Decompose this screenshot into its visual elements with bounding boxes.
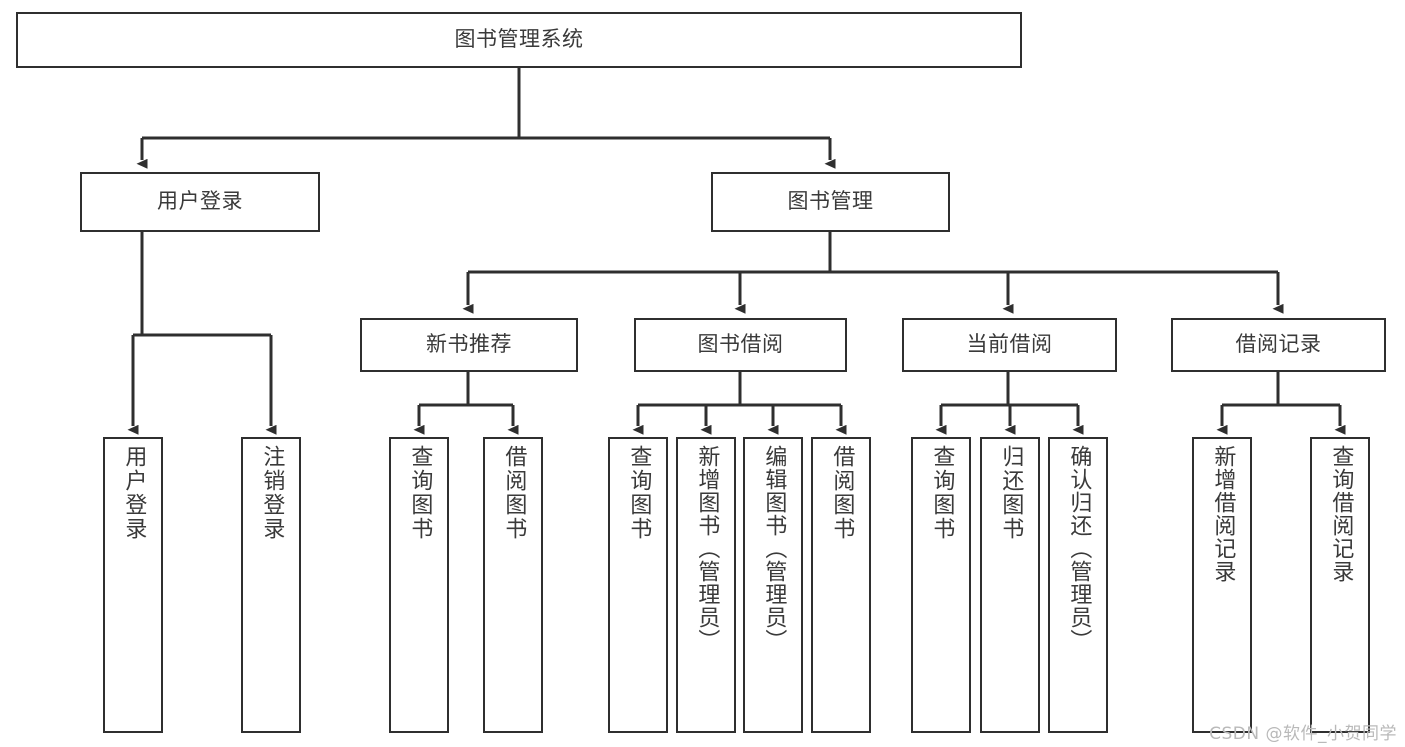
- node-leaf-user-login-label: 用户登录: [121, 445, 147, 541]
- node-new-book-rec-label: 新书推荐: [426, 332, 512, 357]
- node-leaf-return-book[interactable]: 归还图书: [980, 437, 1040, 733]
- node-leaf-edit-book-label: 编辑图书（管理员）: [761, 445, 787, 652]
- node-leaf-query-book-1-label: 查询图书: [407, 445, 433, 541]
- watermark: CSDN @软件_小贺同学: [1209, 724, 1397, 744]
- node-new-book-rec[interactable]: 新书推荐: [360, 318, 578, 372]
- node-user-login[interactable]: 用户登录: [80, 172, 320, 232]
- node-leaf-borrow-book-2[interactable]: 借阅图书: [811, 437, 871, 733]
- node-leaf-add-record-label: 新增借阅记录: [1210, 445, 1236, 583]
- node-leaf-borrow-book-2-label: 借阅图书: [829, 445, 855, 541]
- node-current-borrow[interactable]: 当前借阅: [902, 318, 1117, 372]
- node-leaf-borrow-book-1[interactable]: 借阅图书: [483, 437, 543, 733]
- node-leaf-return-book-label: 归还图书: [998, 445, 1024, 541]
- node-leaf-query-book-1[interactable]: 查询图书: [389, 437, 449, 733]
- node-leaf-query-book-3-label: 查询图书: [929, 445, 955, 541]
- node-leaf-borrow-book-1-label: 借阅图书: [501, 445, 527, 541]
- node-leaf-query-record-label: 查询借阅记录: [1328, 445, 1354, 583]
- node-leaf-query-record[interactable]: 查询借阅记录: [1310, 437, 1370, 733]
- node-leaf-add-book-label: 新增图书（管理员）: [694, 445, 720, 652]
- node-root[interactable]: 图书管理系统: [16, 12, 1022, 68]
- node-leaf-edit-book[interactable]: 编辑图书（管理员）: [743, 437, 803, 733]
- node-borrow-record[interactable]: 借阅记录: [1171, 318, 1386, 372]
- node-root-label: 图书管理系统: [454, 27, 584, 52]
- node-leaf-query-book-2[interactable]: 查询图书: [608, 437, 668, 733]
- node-leaf-confirm-return[interactable]: 确认归还（管理员）: [1048, 437, 1108, 733]
- node-leaf-user-login[interactable]: 用户登录: [103, 437, 163, 733]
- node-book-manage-label: 图书管理: [787, 189, 874, 214]
- node-book-borrow-label: 图书借阅: [697, 332, 784, 357]
- node-borrow-record-label: 借阅记录: [1235, 332, 1322, 357]
- node-leaf-add-record[interactable]: 新增借阅记录: [1192, 437, 1252, 733]
- node-user-login-label: 用户登录: [157, 189, 243, 214]
- node-leaf-add-book[interactable]: 新增图书（管理员）: [676, 437, 736, 733]
- node-leaf-confirm-return-label: 确认归还（管理员）: [1066, 445, 1092, 652]
- node-leaf-query-book-2-label: 查询图书: [626, 445, 652, 541]
- node-leaf-query-book-3[interactable]: 查询图书: [911, 437, 971, 733]
- node-leaf-user-logout[interactable]: 注销登录: [241, 437, 301, 733]
- node-book-borrow[interactable]: 图书借阅: [634, 318, 847, 372]
- node-book-manage[interactable]: 图书管理: [711, 172, 950, 232]
- node-leaf-user-logout-label: 注销登录: [259, 445, 285, 541]
- node-current-borrow-label: 当前借阅: [966, 332, 1053, 357]
